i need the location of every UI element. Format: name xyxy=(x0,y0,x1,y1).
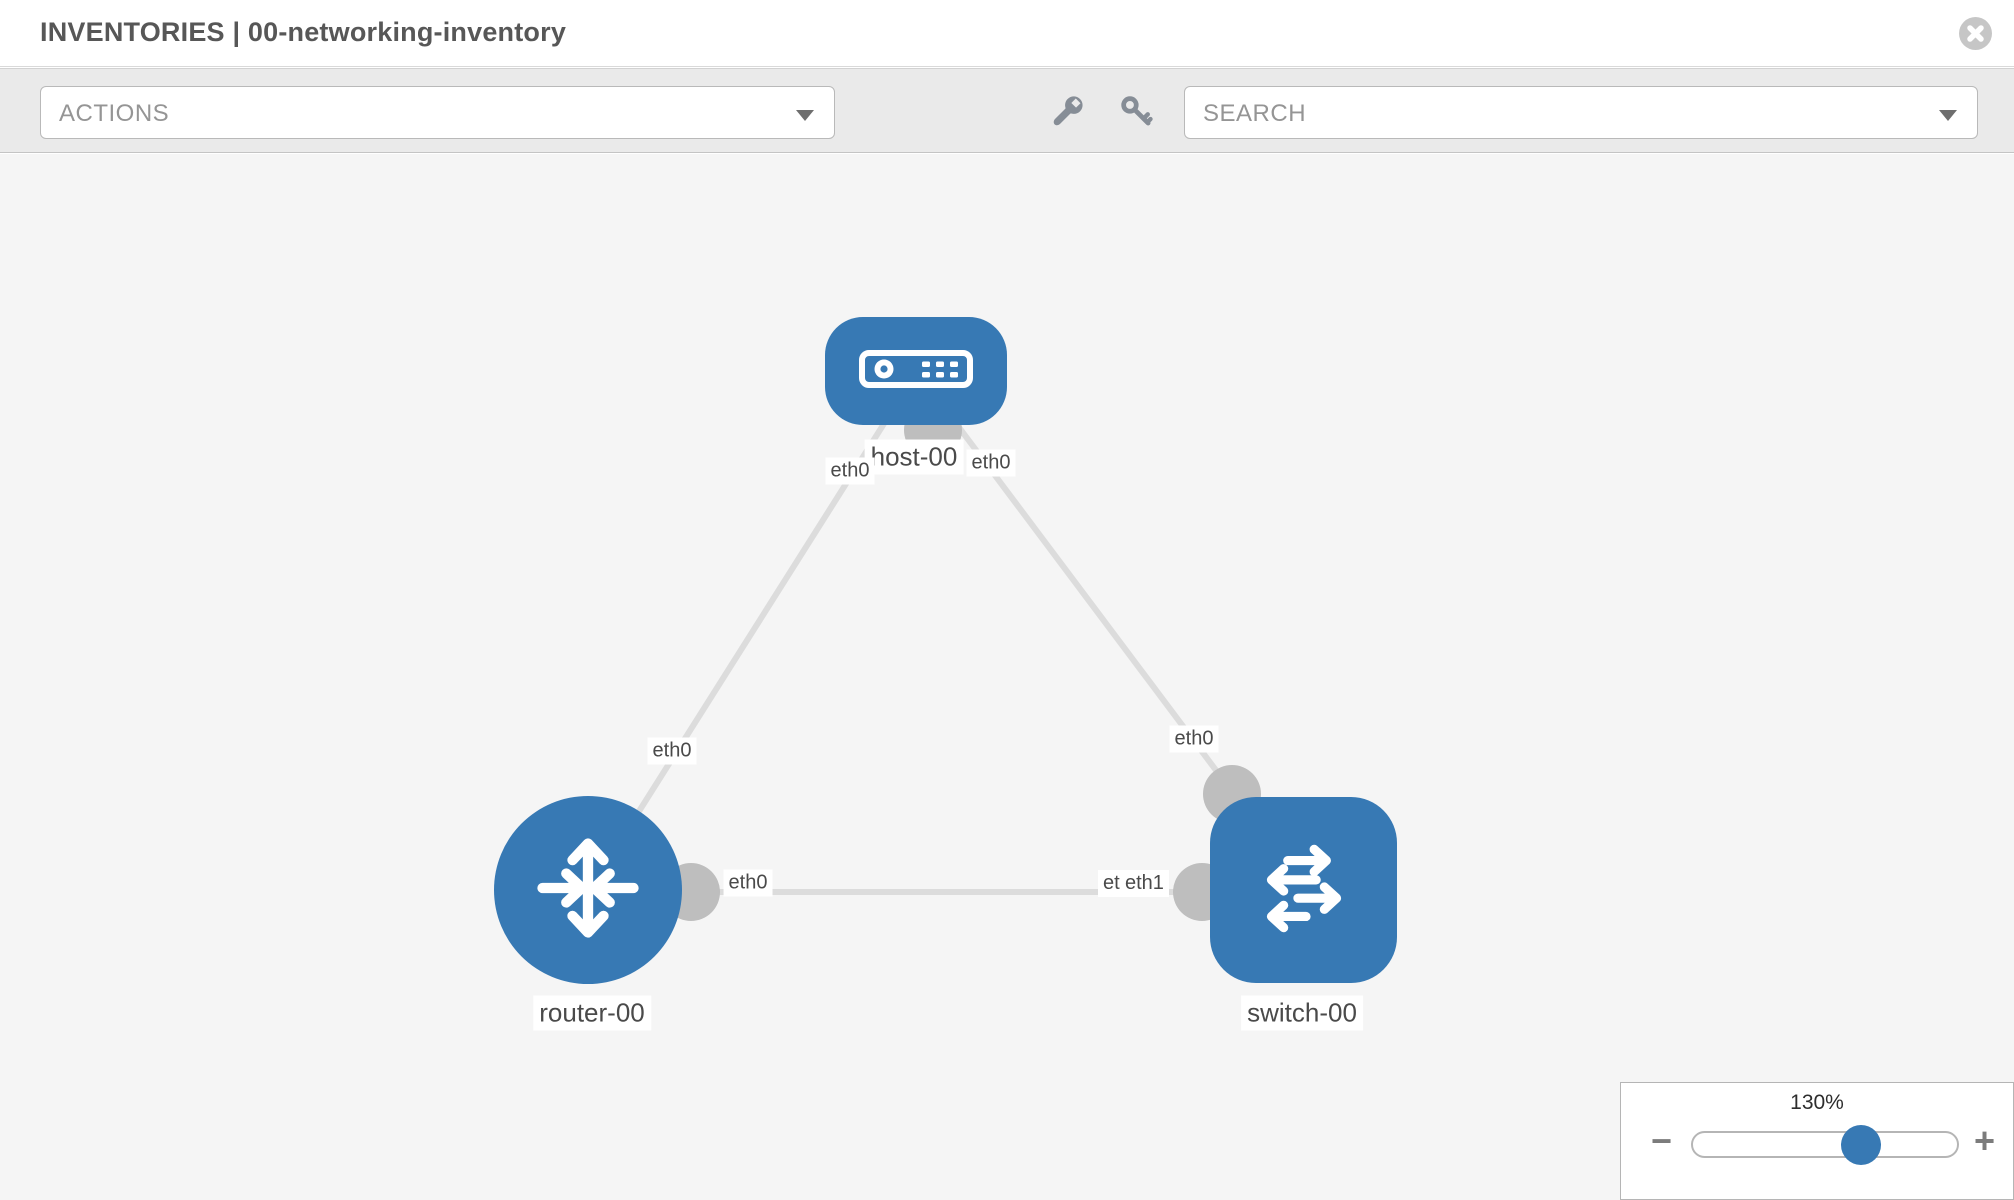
chevron-down-icon xyxy=(796,110,814,121)
node-label-switch: switch-00 xyxy=(1241,995,1363,1031)
interface-label-router-to-host: eth0 xyxy=(647,737,697,765)
interface-label-host-to-router: eth0 xyxy=(825,457,875,485)
interface-label-router-to-switch: eth0 xyxy=(723,869,773,897)
links-layer xyxy=(585,371,1302,921)
interface-label-switch-to-host: eth0 xyxy=(1169,725,1219,753)
chevron-down-icon xyxy=(1939,110,1957,121)
interface-label-host-to-switch: eth0 xyxy=(966,449,1016,477)
search-dropdown-label: SEARCH xyxy=(1203,100,1307,127)
page-title: INVENTORIES | 00-networking-inventory xyxy=(40,17,567,47)
node-label-host: host-00 xyxy=(864,439,964,475)
switch-icon xyxy=(1243,827,1365,954)
router-icon xyxy=(526,826,650,955)
zoom-level-label: 130% xyxy=(1790,1091,1844,1114)
key-icon xyxy=(1116,96,1158,137)
zoom-in-button[interactable]: + xyxy=(1973,1120,1995,1161)
node-host-00[interactable] xyxy=(825,317,1007,425)
toolbar: ACTIONS SEARCH xyxy=(0,68,2014,153)
zoom-slider-track[interactable] xyxy=(1691,1125,1959,1165)
zoom-out-button[interactable]: − xyxy=(1651,1120,1673,1161)
page-header: INVENTORIES | 00-networking-inventory xyxy=(0,0,2014,67)
node-router-00[interactable] xyxy=(494,796,682,984)
actions-dropdown[interactable]: ACTIONS xyxy=(40,86,835,139)
topology-canvas: host-00 router-00 switch-00 eth0 eth0 et… xyxy=(0,154,2014,1200)
node-switch-00[interactable] xyxy=(1210,797,1397,983)
node-label-router: router-00 xyxy=(533,995,651,1031)
host-icon xyxy=(856,344,976,399)
close-button[interactable] xyxy=(1959,17,1992,50)
actions-dropdown-label: ACTIONS xyxy=(59,100,170,127)
search-dropdown[interactable]: SEARCH xyxy=(1184,86,1978,139)
zoom-slider-thumb[interactable] xyxy=(1841,1125,1881,1165)
wrench-button[interactable] xyxy=(1046,91,1088,133)
key-button[interactable] xyxy=(1116,91,1158,133)
wrench-icon xyxy=(1046,96,1088,137)
interface-label-switch-to-router: eth1 xyxy=(1120,870,1169,897)
zoom-widget: 130% − + xyxy=(1620,1082,2014,1200)
